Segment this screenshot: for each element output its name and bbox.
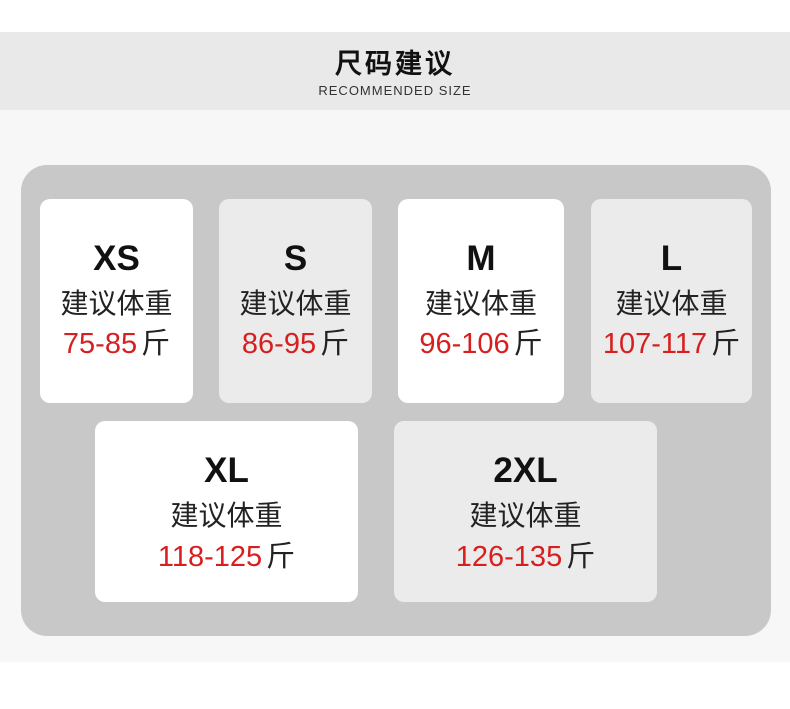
weight-range-value: 126-135: [455, 541, 563, 573]
weight-label: 建议体重: [170, 499, 283, 532]
size-name: L: [660, 239, 683, 278]
weight-unit: 斤: [513, 326, 543, 360]
bottom-band: [0, 662, 790, 709]
weight-unit: 斤: [320, 326, 350, 360]
weight-range-value: 96-106: [419, 328, 510, 360]
size-name: 2XL: [493, 451, 558, 490]
size-name: XL: [204, 451, 249, 490]
weight-range-value: 107-117: [602, 328, 708, 360]
top-band: [0, 0, 790, 32]
page-subtitle: RECOMMENDED SIZE: [318, 83, 472, 98]
weight-unit: 斤: [566, 539, 596, 573]
size-name: XS: [93, 239, 140, 278]
weight-label: 建议体重: [239, 287, 352, 320]
weight-range-value: 86-95: [241, 328, 317, 360]
size-name: M: [466, 239, 496, 278]
weight-label: 建议体重: [469, 499, 582, 532]
weight-unit: 斤: [141, 326, 171, 360]
weight-unit: 斤: [266, 539, 296, 573]
weight-range-value: 75-85: [62, 328, 138, 360]
page-title: 尺码建议: [335, 49, 455, 80]
size-name: S: [283, 239, 308, 278]
weight-range-value: 118-125: [157, 541, 263, 573]
weight-unit: 斤: [711, 326, 741, 360]
weight-label: 建议体重: [615, 287, 728, 320]
weight-label: 建议体重: [424, 287, 537, 320]
weight-label: 建议体重: [60, 287, 173, 320]
header: 尺码建议 RECOMMENDED SIZE: [0, 32, 790, 110]
